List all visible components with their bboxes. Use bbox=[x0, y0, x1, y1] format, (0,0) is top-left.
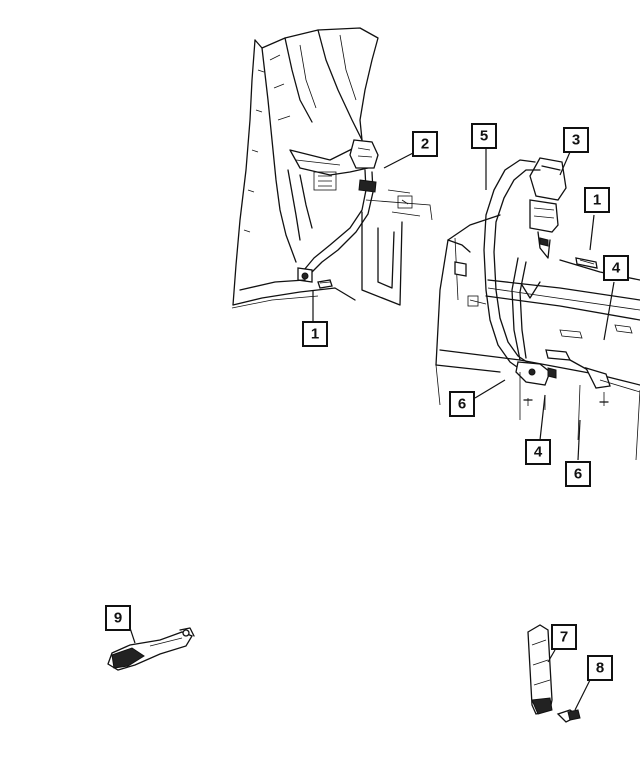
callout-5: 5 bbox=[471, 123, 497, 149]
callout-number: 7 bbox=[560, 629, 568, 646]
callout-number: 3 bbox=[572, 132, 580, 149]
callout-3: 3 bbox=[563, 127, 589, 153]
callout-number: 6 bbox=[458, 396, 466, 413]
callout-number: 2 bbox=[421, 136, 429, 153]
callout-6-right: 6 bbox=[565, 461, 591, 487]
callout-number: 4 bbox=[534, 444, 543, 461]
bolt-illustration bbox=[556, 709, 581, 723]
callout-number: 9 bbox=[114, 610, 122, 627]
callout-number: 1 bbox=[311, 326, 319, 343]
callout-1-left: 1 bbox=[302, 321, 328, 347]
buckle-illustration bbox=[107, 627, 195, 671]
callout-9: 9 bbox=[105, 605, 131, 631]
callout-number: 5 bbox=[480, 128, 488, 145]
rear-seat-belt-illustration bbox=[435, 157, 640, 461]
callout-number: 8 bbox=[596, 660, 604, 677]
callout-2: 2 bbox=[412, 131, 438, 157]
callout-8: 8 bbox=[587, 655, 613, 681]
b-pillar-illustration bbox=[231, 27, 433, 309]
callout-4-lower: 4 bbox=[525, 439, 551, 465]
callout-number: 6 bbox=[574, 466, 582, 483]
callout-6-left: 6 bbox=[449, 391, 475, 417]
leader-lines bbox=[129, 148, 615, 711]
callout-number: 1 bbox=[593, 192, 601, 209]
callout-number: 4 bbox=[612, 260, 621, 277]
callout-7: 7 bbox=[551, 624, 577, 650]
belt-strap-illustration bbox=[527, 624, 553, 715]
callout-4-upper: 4 bbox=[603, 255, 629, 281]
callout-1-right: 1 bbox=[584, 187, 610, 213]
